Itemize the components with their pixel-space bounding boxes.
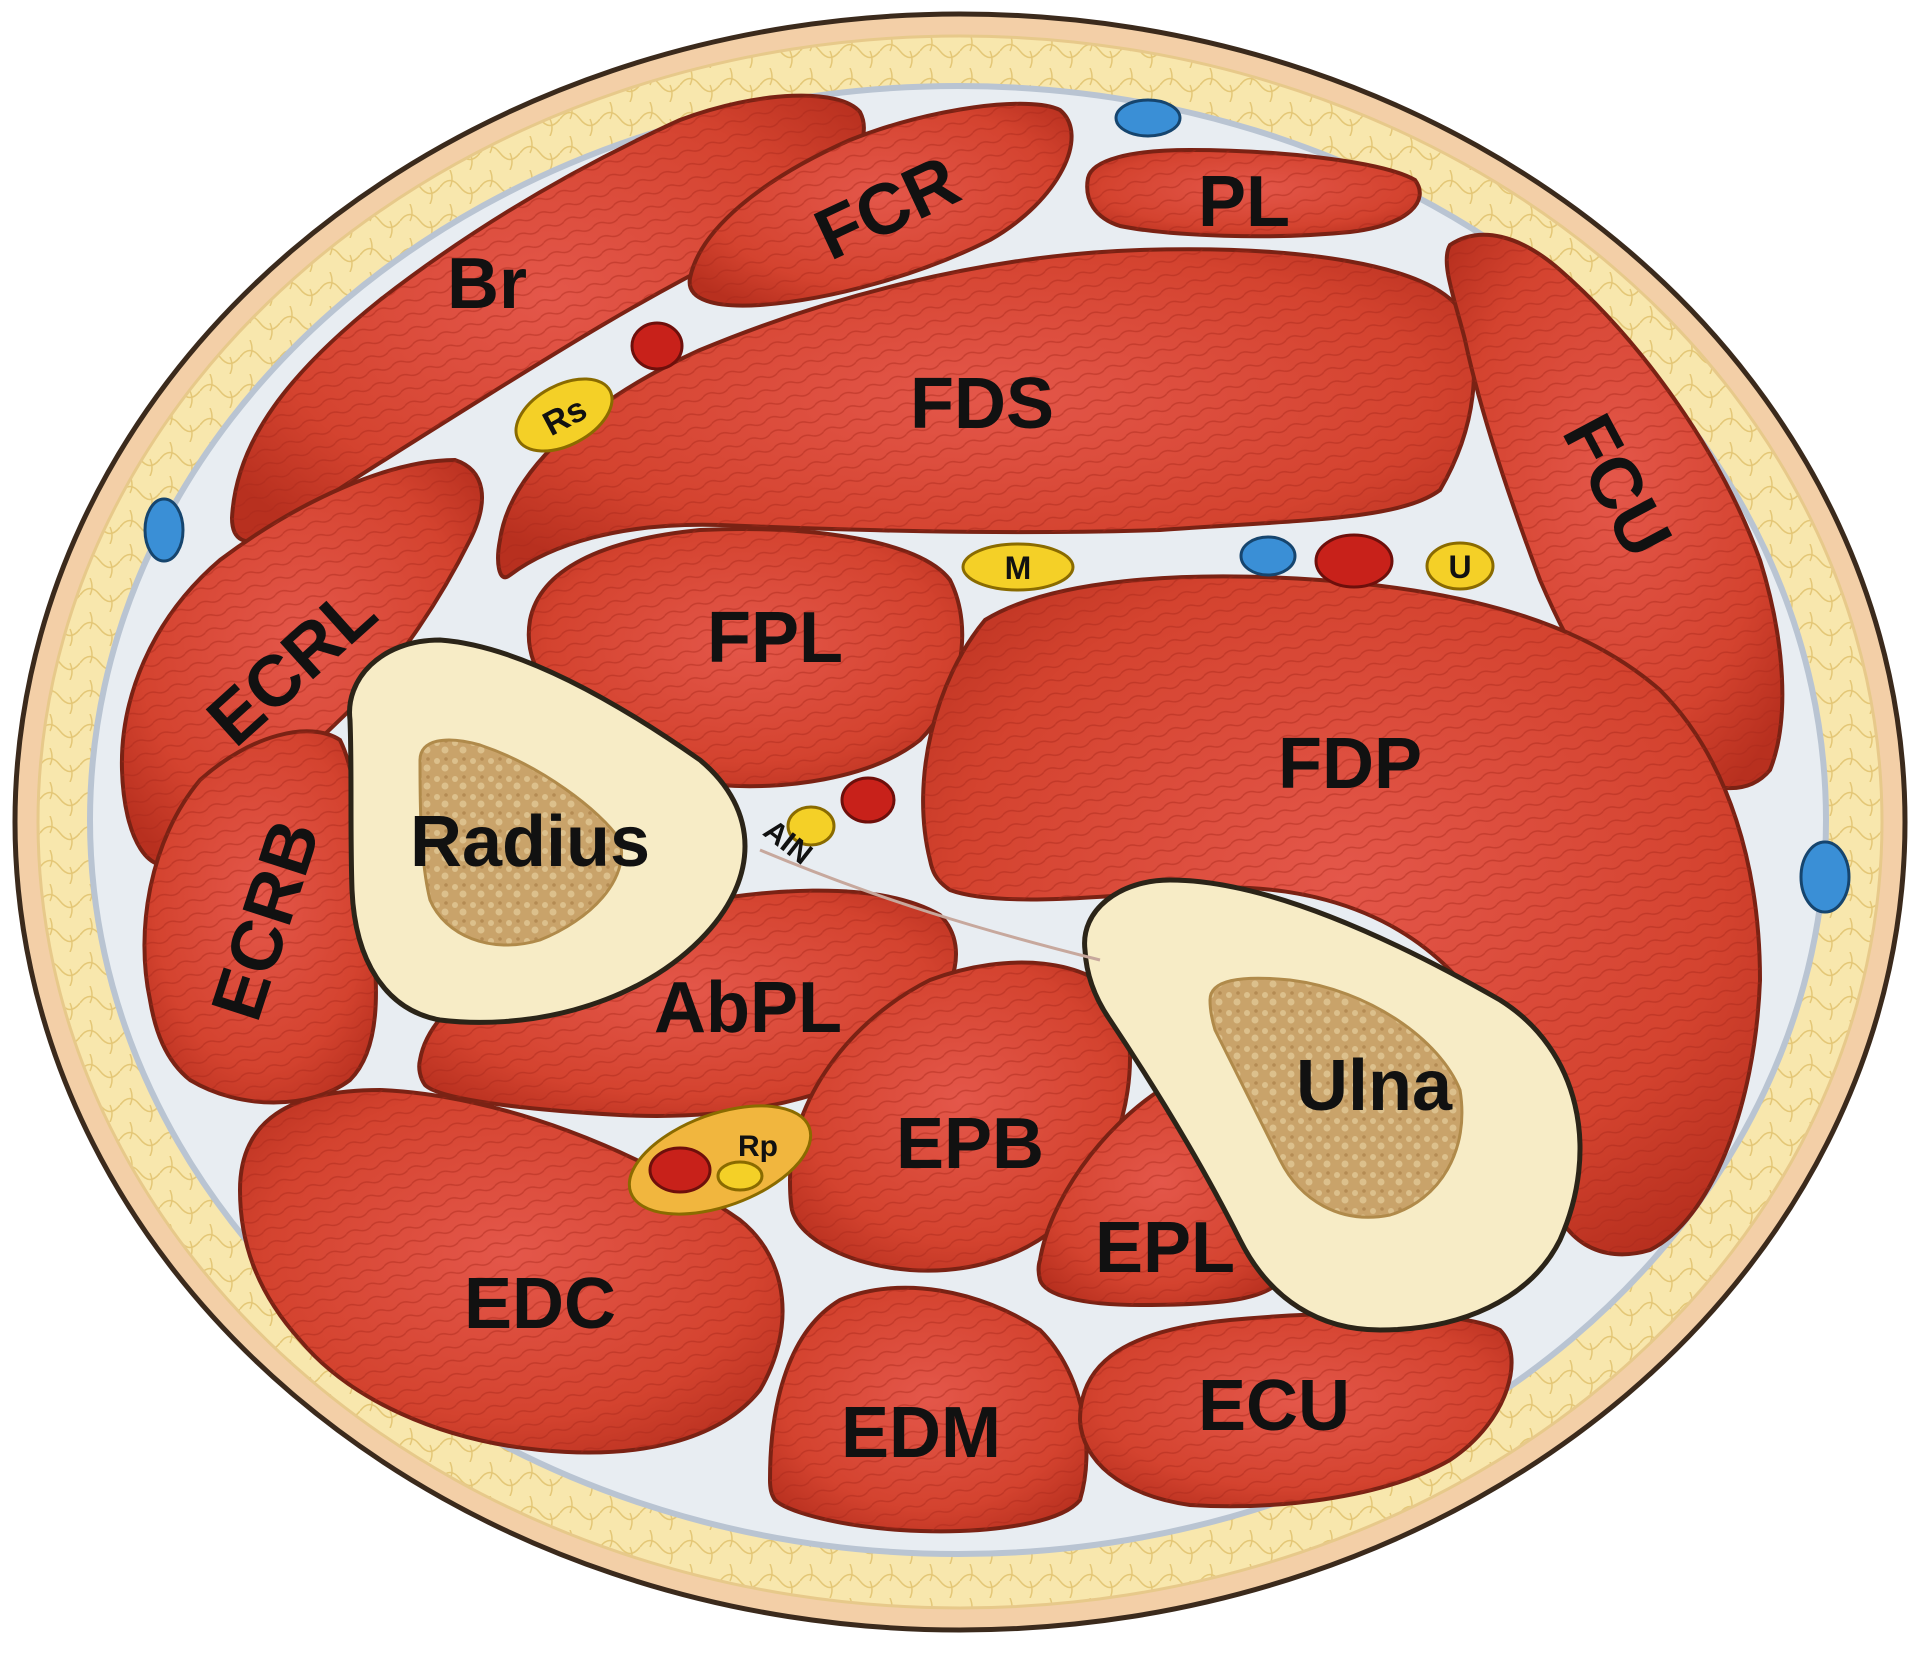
vein-cephalic-top bbox=[1114, 98, 1182, 138]
label-u: U bbox=[1448, 549, 1471, 585]
radial-posterior-bundle bbox=[627, 1104, 813, 1216]
label-radius: Radius bbox=[410, 802, 650, 882]
radial-artery bbox=[630, 321, 684, 371]
median-nerve bbox=[961, 542, 1075, 592]
ulnar-nerve bbox=[1425, 541, 1495, 591]
label-m: M bbox=[1005, 550, 1032, 586]
ulna-bone bbox=[1082, 877, 1583, 1333]
vein-right bbox=[1799, 840, 1851, 914]
label-pl: PL bbox=[1198, 162, 1290, 242]
label-fdp: FDP bbox=[1278, 724, 1422, 804]
anterior-interosseous-artery bbox=[840, 776, 896, 824]
interosseous-membrane bbox=[759, 848, 1101, 962]
label-epl: EPL bbox=[1095, 1208, 1235, 1288]
label-edm: EDM bbox=[841, 1393, 1001, 1473]
label-edc: EDC bbox=[464, 1264, 616, 1344]
label-ecu: ECU bbox=[1198, 1366, 1350, 1446]
radius-bone bbox=[347, 637, 748, 1025]
radial-superficial-nerve bbox=[514, 377, 614, 453]
vein-left bbox=[143, 497, 185, 563]
label-abpl: AbPL bbox=[654, 968, 842, 1048]
label-epb: EPB bbox=[896, 1104, 1044, 1184]
ulnar-artery bbox=[1314, 533, 1394, 589]
ulnar-vein bbox=[1239, 535, 1297, 577]
anterior-interosseous-nerve bbox=[786, 805, 836, 847]
label-br: Br bbox=[447, 244, 527, 324]
label-ulna: Ulna bbox=[1296, 1046, 1453, 1126]
label-fpl: FPL bbox=[707, 598, 843, 678]
label-fds: FDS bbox=[910, 364, 1054, 444]
label-rp: Rp bbox=[738, 1130, 778, 1163]
